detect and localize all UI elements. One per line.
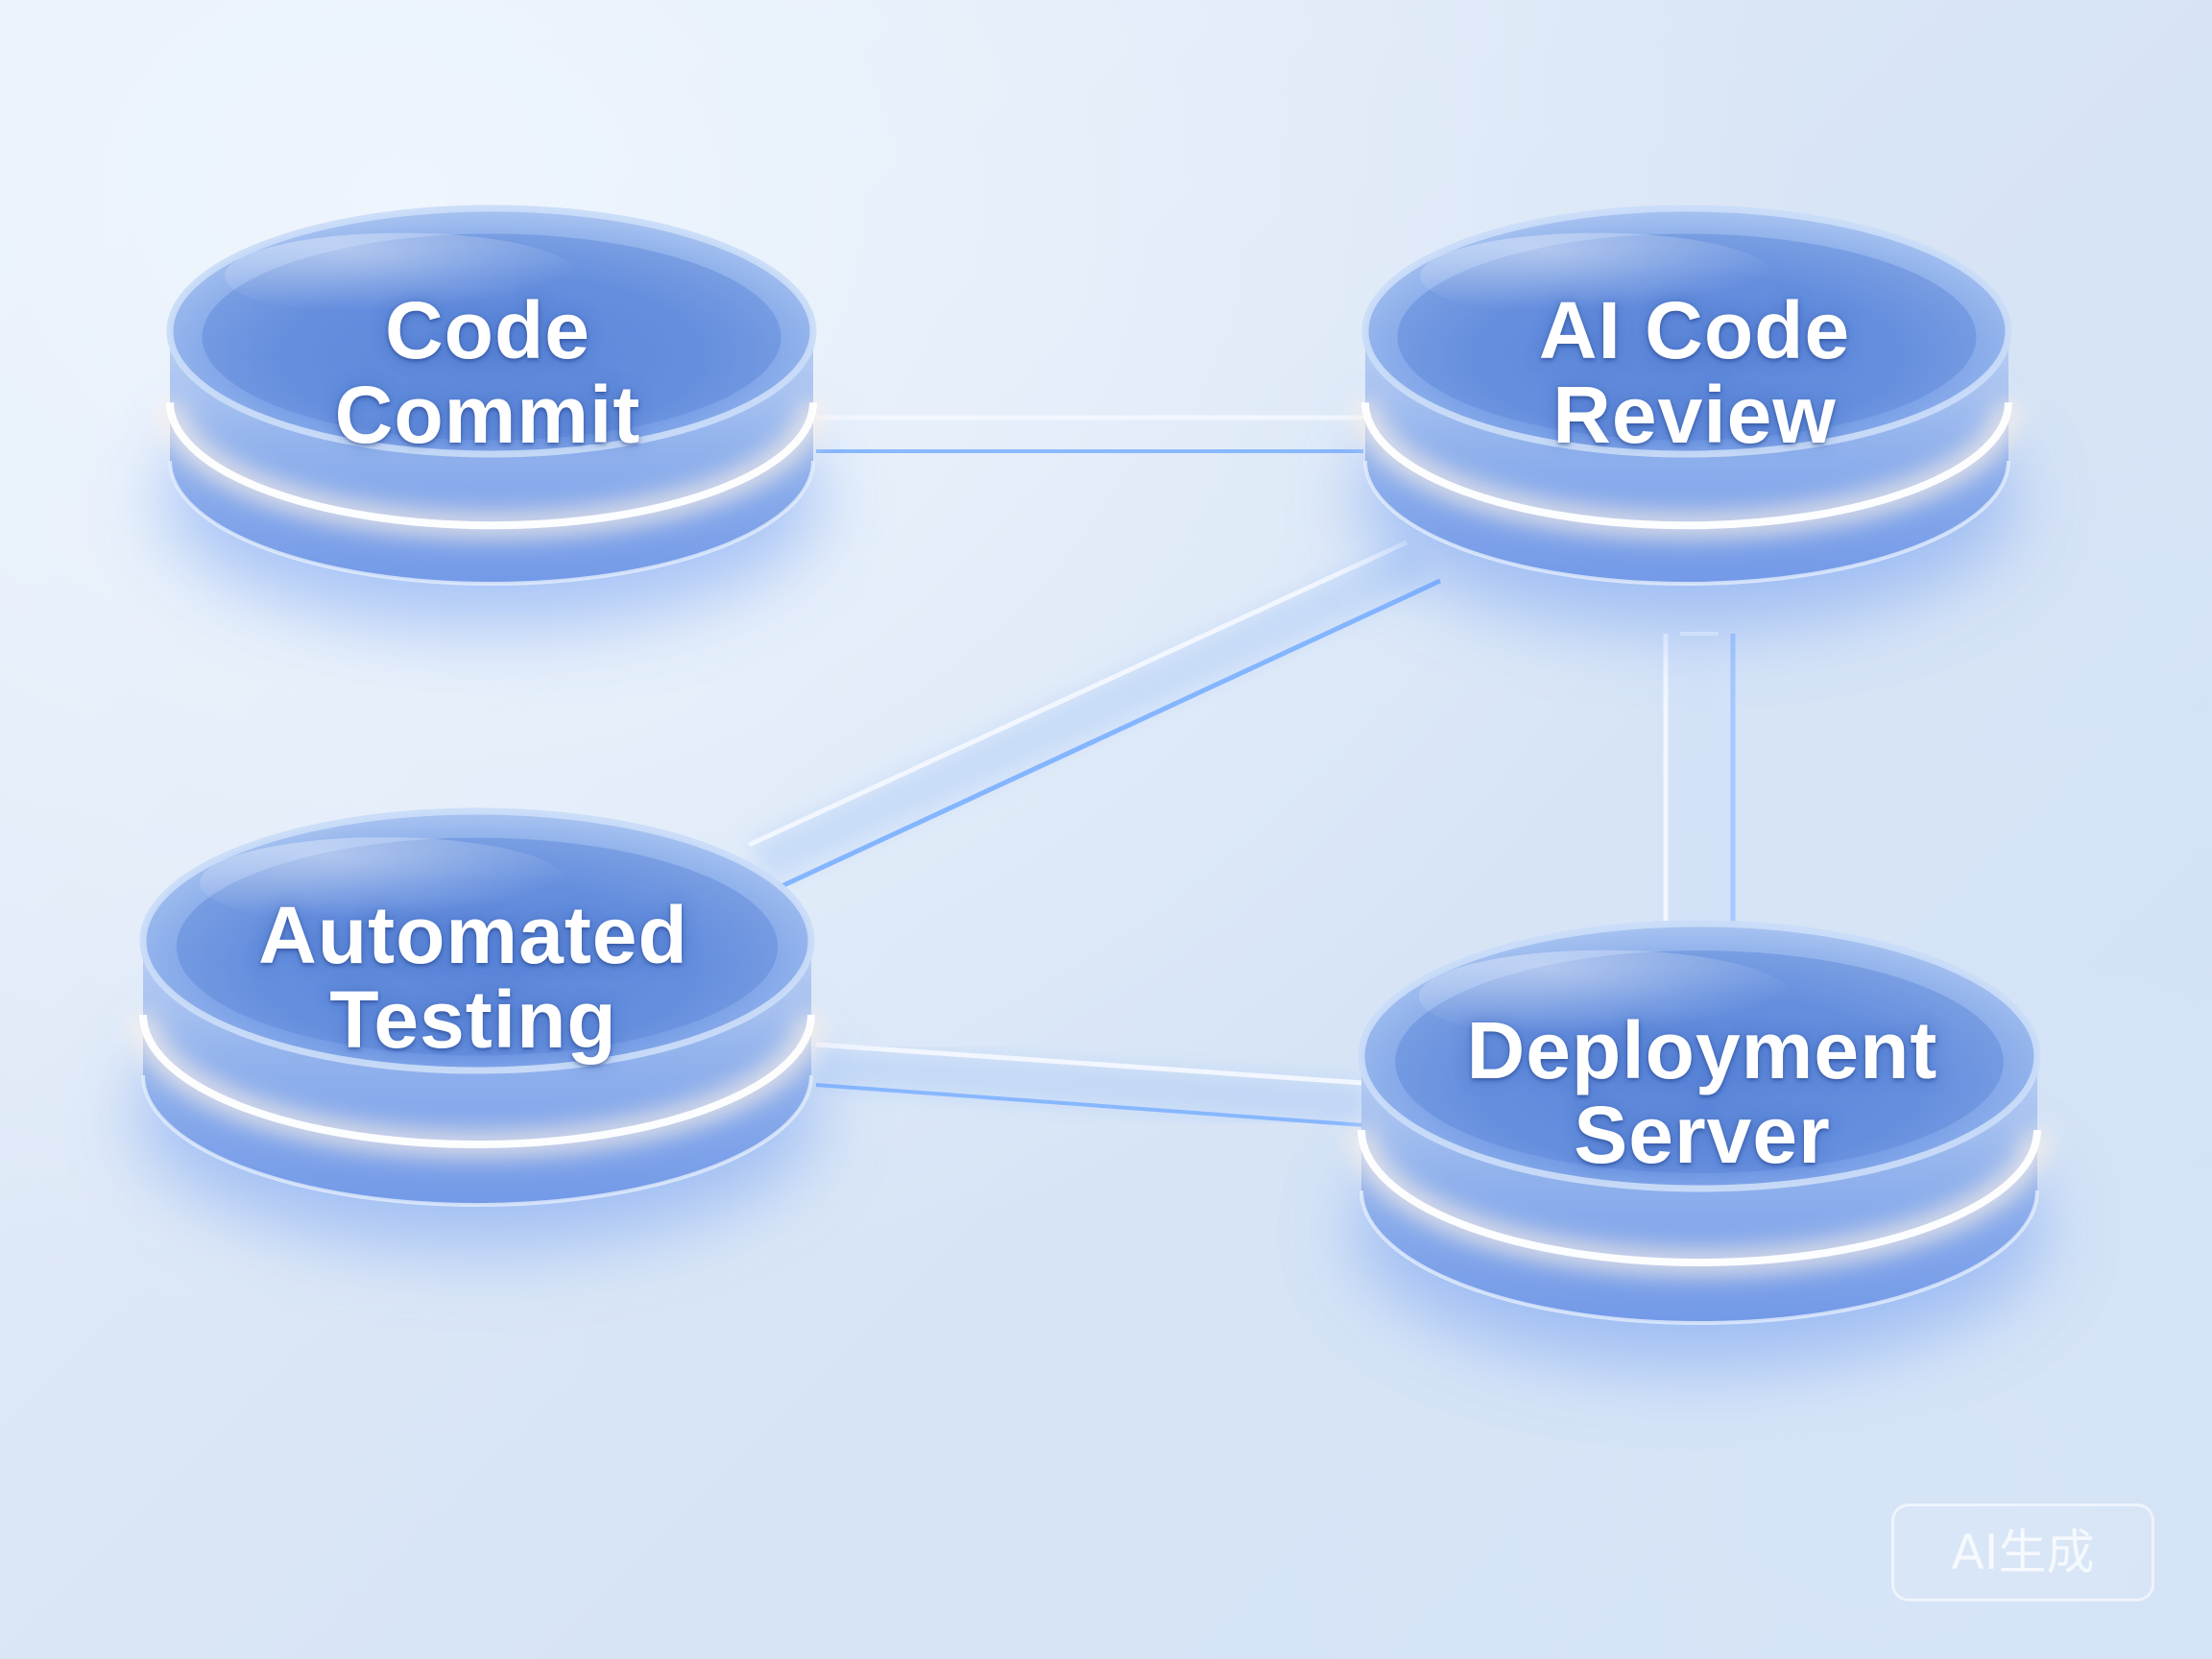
ai-generated-watermark: AI生成 — [1891, 1503, 2154, 1601]
disc-bottom-rim — [1359, 1190, 2039, 1325]
node-automated-testing — [131, 807, 824, 1250]
node-label-line: Review — [1552, 370, 1837, 460]
connector-review-to-testing — [747, 540, 1442, 890]
node-group — [131, 204, 2050, 1368]
connector-group — [747, 413, 1736, 1127]
node-label-line: Commit — [334, 370, 641, 460]
glow-ring — [139, 1014, 815, 1148]
disc-rim — [139, 807, 815, 1074]
node-ai-code-review — [1353, 204, 2021, 629]
glow-ring — [166, 402, 817, 530]
node-label-line: Code — [385, 285, 590, 375]
disc-rim — [166, 204, 817, 458]
node-label-ai-code-review: AI Code Review — [1426, 288, 1963, 457]
node-label-automated-testing: Automated Testing — [204, 893, 742, 1062]
node-deployment-server — [1349, 920, 2050, 1368]
disc-rim — [1358, 920, 2041, 1192]
disc-bottom-rim — [168, 460, 815, 586]
glass-highlight — [1419, 232, 1774, 320]
glass-highlight — [224, 232, 579, 320]
glass-highlight — [200, 837, 567, 928]
disc-bottom-rim — [141, 1074, 813, 1207]
glow-ring — [1361, 402, 2012, 530]
connector-commit-to-review — [816, 413, 1363, 453]
node-label-line: Server — [1574, 1090, 1831, 1180]
disc-rim — [1361, 204, 2012, 458]
glass-highlight — [1418, 950, 1791, 1044]
node-code-commit — [157, 204, 826, 629]
connector-testing-to-deployment — [814, 1042, 1365, 1127]
node-label-line: Testing — [329, 974, 617, 1065]
node-label-deployment-server: Deployment Server — [1433, 1008, 1971, 1177]
node-label-line: Deployment — [1466, 1005, 1938, 1095]
node-label-code-commit: Code Commit — [219, 288, 757, 457]
node-label-line: Automated — [258, 890, 688, 980]
node-label-line: AI Code — [1538, 285, 1851, 375]
connector-review-to-deployment — [1659, 632, 1736, 941]
disc-bottom-rim — [1363, 460, 2010, 586]
glow-ring — [1358, 1129, 2041, 1266]
